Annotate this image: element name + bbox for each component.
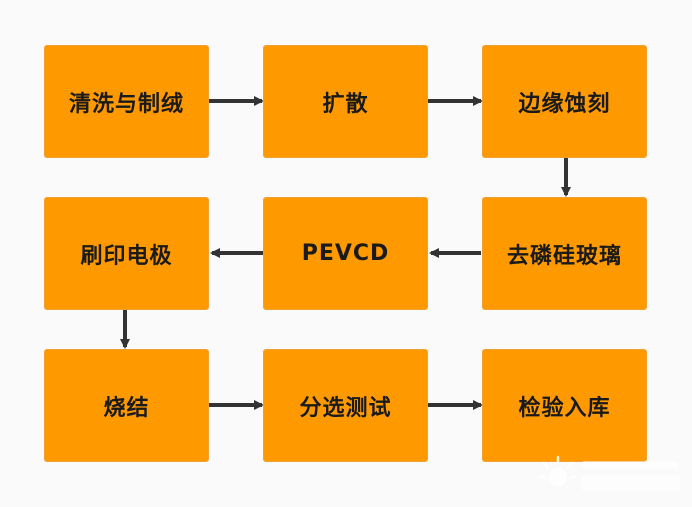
- step-psg-removal: 去磷硅玻璃: [482, 197, 647, 310]
- step-label: 检验入库: [518, 395, 611, 421]
- step-label: PEVCD: [301, 241, 390, 266]
- step-edge-etching: 边缘蚀刻: [482, 45, 647, 158]
- step-label: 分选测试: [299, 395, 392, 421]
- step-cleaning-texturing: 清洗与制绒: [44, 45, 209, 158]
- step-diffusion: 扩散: [263, 45, 428, 158]
- watermark-logo: [538, 455, 680, 491]
- step-pecvd: PEVCD: [263, 197, 428, 310]
- step-label: 刷印电极: [80, 243, 173, 269]
- step-label: 边缘蚀刻: [518, 91, 611, 117]
- step-label: 清洗与制绒: [68, 91, 184, 117]
- step-label: 去磷硅玻璃: [506, 243, 622, 269]
- step-label: 烧结: [103, 395, 150, 421]
- step-sorting-testing: 分选测试: [263, 349, 428, 462]
- step-inspection-storage: 检验入库: [482, 349, 647, 462]
- step-electrode-printing: 刷印电极: [44, 197, 209, 310]
- step-label: 扩散: [322, 91, 369, 117]
- step-sintering: 烧结: [44, 349, 209, 462]
